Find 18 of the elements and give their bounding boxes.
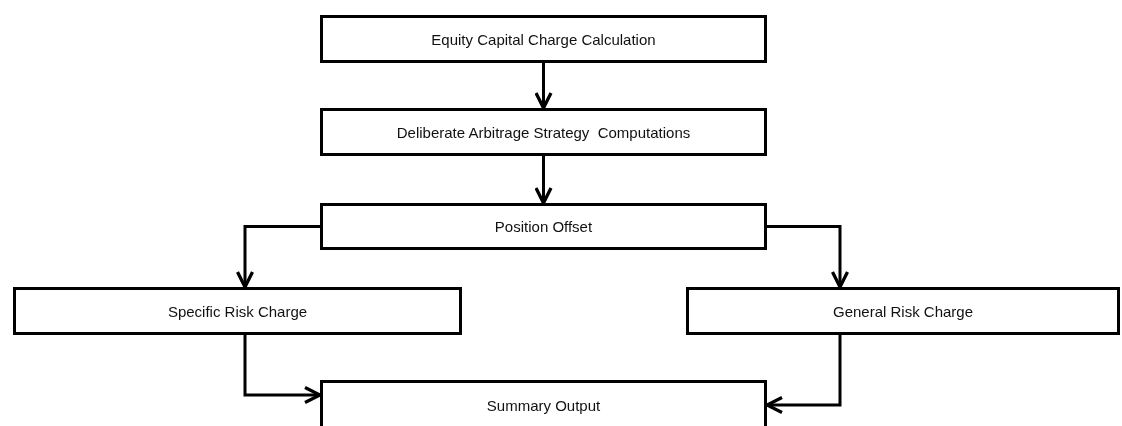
arrow <box>767 225 850 289</box>
process-box <box>320 203 767 250</box>
box-label: Deliberate Arbitrage Strategy Computations <box>396 123 691 141</box>
process-box <box>320 108 767 156</box>
arrow <box>765 335 842 415</box>
process-box <box>320 380 767 426</box>
arrow <box>534 156 553 205</box>
box-label: Summary Output <box>486 396 601 414</box>
box-label: Specific Risk Charge <box>167 302 308 320</box>
process-box <box>686 287 1120 335</box>
box-label: Equity Capital Charge Calculation <box>431 30 656 48</box>
box-label: General Risk Charge <box>832 302 974 320</box>
box-label: Position Offset <box>494 218 593 235</box>
process-box <box>13 287 462 335</box>
arrow <box>243 335 322 405</box>
process-box <box>320 15 767 63</box>
arrow <box>534 63 553 110</box>
arrow <box>235 225 320 289</box>
